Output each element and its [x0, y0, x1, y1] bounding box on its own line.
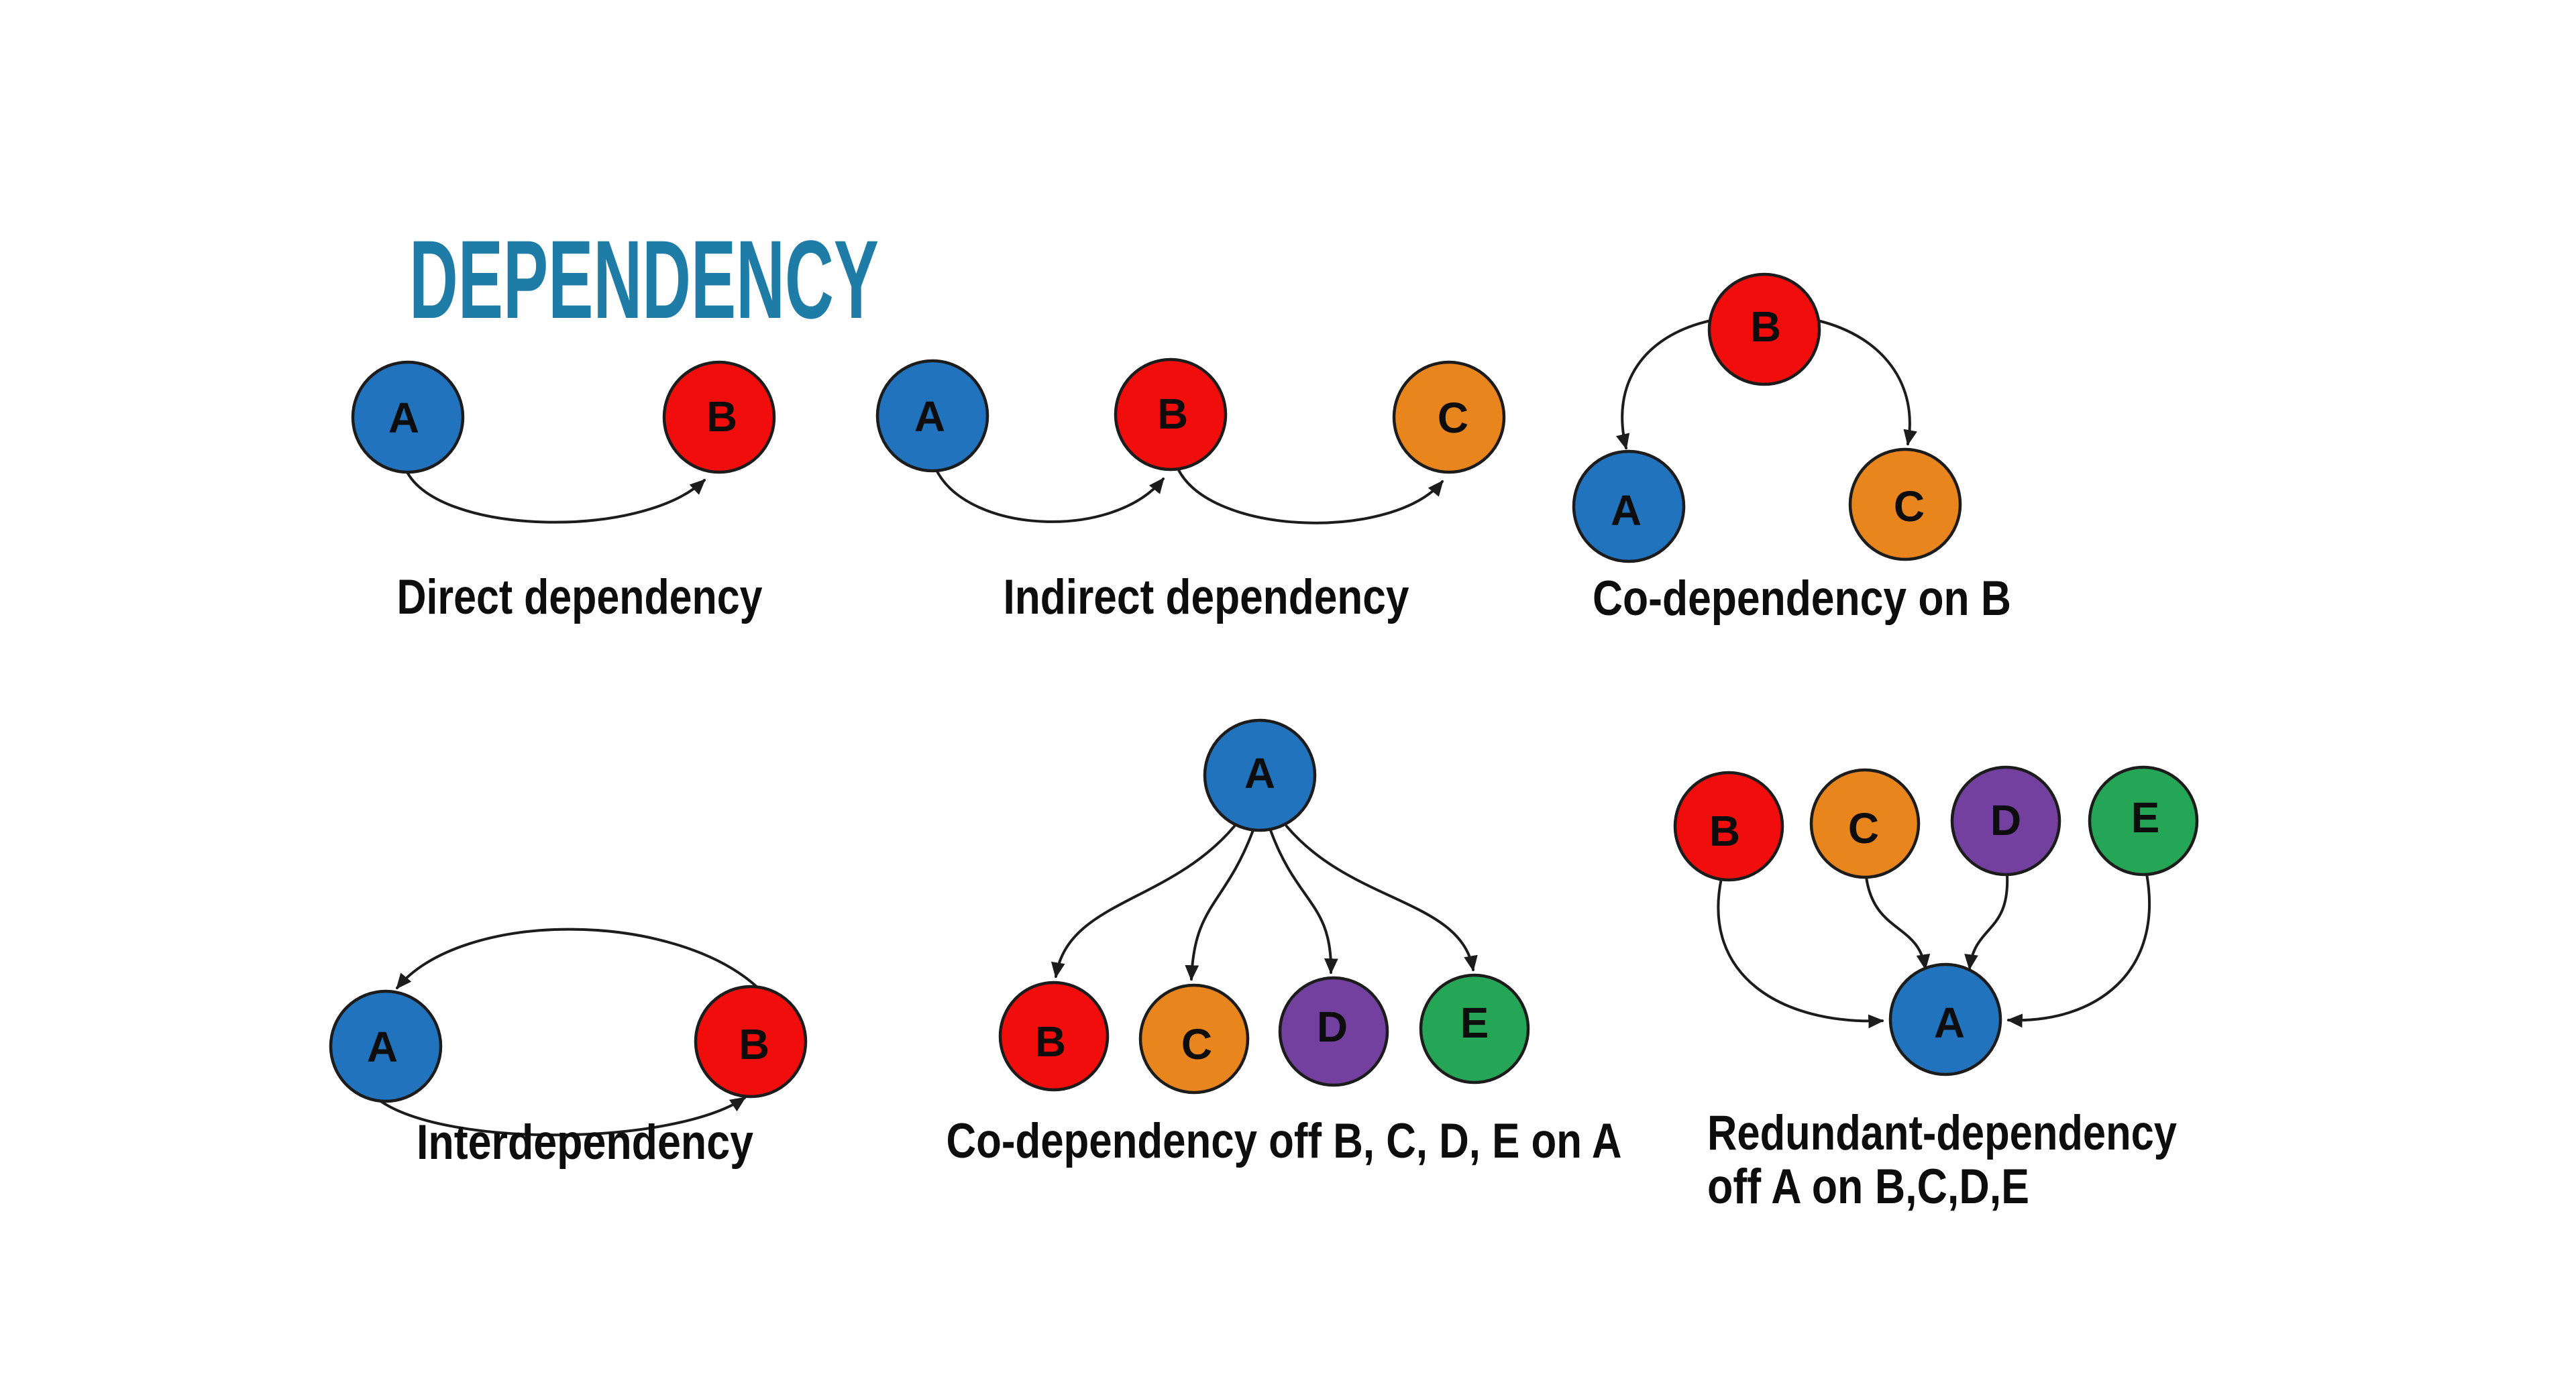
node-b-circle [694, 985, 808, 1099]
node-a-circle [329, 989, 443, 1103]
arrow-e-to-a [2006, 873, 2151, 1028]
node-c-letter: C [1438, 394, 1468, 442]
diagram-indirect-dependency: A B C Indirect dependency [875, 357, 1506, 624]
node-a-letter: A [1244, 749, 1275, 797]
arrow-a-to-d [1269, 829, 1338, 974]
node-d-circle [1278, 976, 1389, 1087]
arrow-a-to-b [378, 1097, 747, 1137]
node-d-letter: D [1990, 796, 2021, 844]
node-b-circle [662, 360, 776, 474]
diagram-label-redundant-line1: Redundant-dependency [1707, 1106, 2177, 1160]
node-e-letter: E [1460, 999, 1489, 1047]
node-a-letter: A [914, 392, 945, 441]
node-a-letter: A [1934, 999, 1965, 1047]
arrow-a-to-b [935, 469, 1165, 523]
arrow-b-to-c [1817, 319, 1917, 446]
diagram-label-interdependency: Interdependency [417, 1115, 753, 1170]
arrow-b-to-a [1615, 319, 1712, 450]
diagram-interdependency: A B Interdependency [329, 928, 808, 1170]
node-c-letter: C [1848, 804, 1879, 852]
node-a-circle [1888, 962, 2002, 1076]
node-e-circle [1419, 973, 1530, 1084]
node-e-letter: E [2131, 793, 2160, 842]
diagram-label-co-on-b: Co-dependency on B [1593, 571, 2011, 626]
node-d-letter: D [1317, 1003, 1348, 1051]
node-b-letter: B [1157, 390, 1188, 438]
diagram-co-dependency-off: A B C D E Co-dependency off B, C, D, E o… [947, 718, 1622, 1168]
arrow-a-to-c [1185, 829, 1254, 981]
node-c-letter: C [1894, 482, 1925, 531]
node-c-circle [1809, 768, 1921, 879]
node-e-circle [2088, 765, 2199, 877]
node-a-circle [1203, 718, 1317, 832]
node-b-letter: B [706, 392, 737, 441]
node-b-letter: B [1709, 807, 1740, 855]
node-a-circle [351, 360, 465, 474]
node-c-circle [1392, 360, 1506, 474]
node-c-circle [1848, 447, 1962, 561]
arrow-c-to-a [1865, 876, 1931, 970]
node-b-letter: B [1750, 302, 1781, 351]
node-d-circle [1950, 765, 2061, 877]
diagram-redundant-dependency: B C D E A Redundant-dependency off A on … [1673, 765, 2199, 1214]
node-c-circle [1138, 983, 1250, 1095]
node-a-letter: A [367, 1023, 398, 1071]
node-b-letter: B [1035, 1017, 1066, 1066]
arrow-b-to-a [1717, 877, 1884, 1029]
page-title: DEPENDENCY [409, 218, 879, 342]
arrow-a-to-e [1285, 825, 1478, 972]
arrow-a-to-b [1051, 825, 1236, 979]
arrow-a-to-b [405, 469, 706, 524]
node-b-circle [1673, 771, 1784, 882]
node-b-circle [1707, 272, 1821, 386]
arrow-b-to-a [396, 928, 759, 989]
diagram-label-co-off: Co-dependency off B, C, D, E on A [947, 1114, 1622, 1168]
node-a-circle [1572, 449, 1686, 563]
node-b-circle [1114, 357, 1228, 471]
arrow-b-to-c [1177, 467, 1444, 524]
node-b-letter: B [739, 1020, 769, 1068]
node-a-letter: A [388, 394, 419, 442]
node-a-circle [875, 359, 989, 473]
node-a-letter: A [1611, 486, 1642, 535]
node-b-circle [998, 981, 1110, 1092]
diagram-label-indirect: Indirect dependency [1004, 570, 1409, 624]
diagram-direct-dependency: A B Direct dependency [351, 360, 776, 624]
node-c-letter: C [1181, 1020, 1212, 1068]
diagram-label-direct: Direct dependency [397, 570, 763, 624]
arrow-d-to-a [1964, 873, 2009, 970]
diagram-co-dependency-on-b: B A C Co-dependency on B [1572, 272, 2011, 626]
diagram-label-redundant-line2: off A on B,C,D,E [1707, 1160, 2029, 1214]
